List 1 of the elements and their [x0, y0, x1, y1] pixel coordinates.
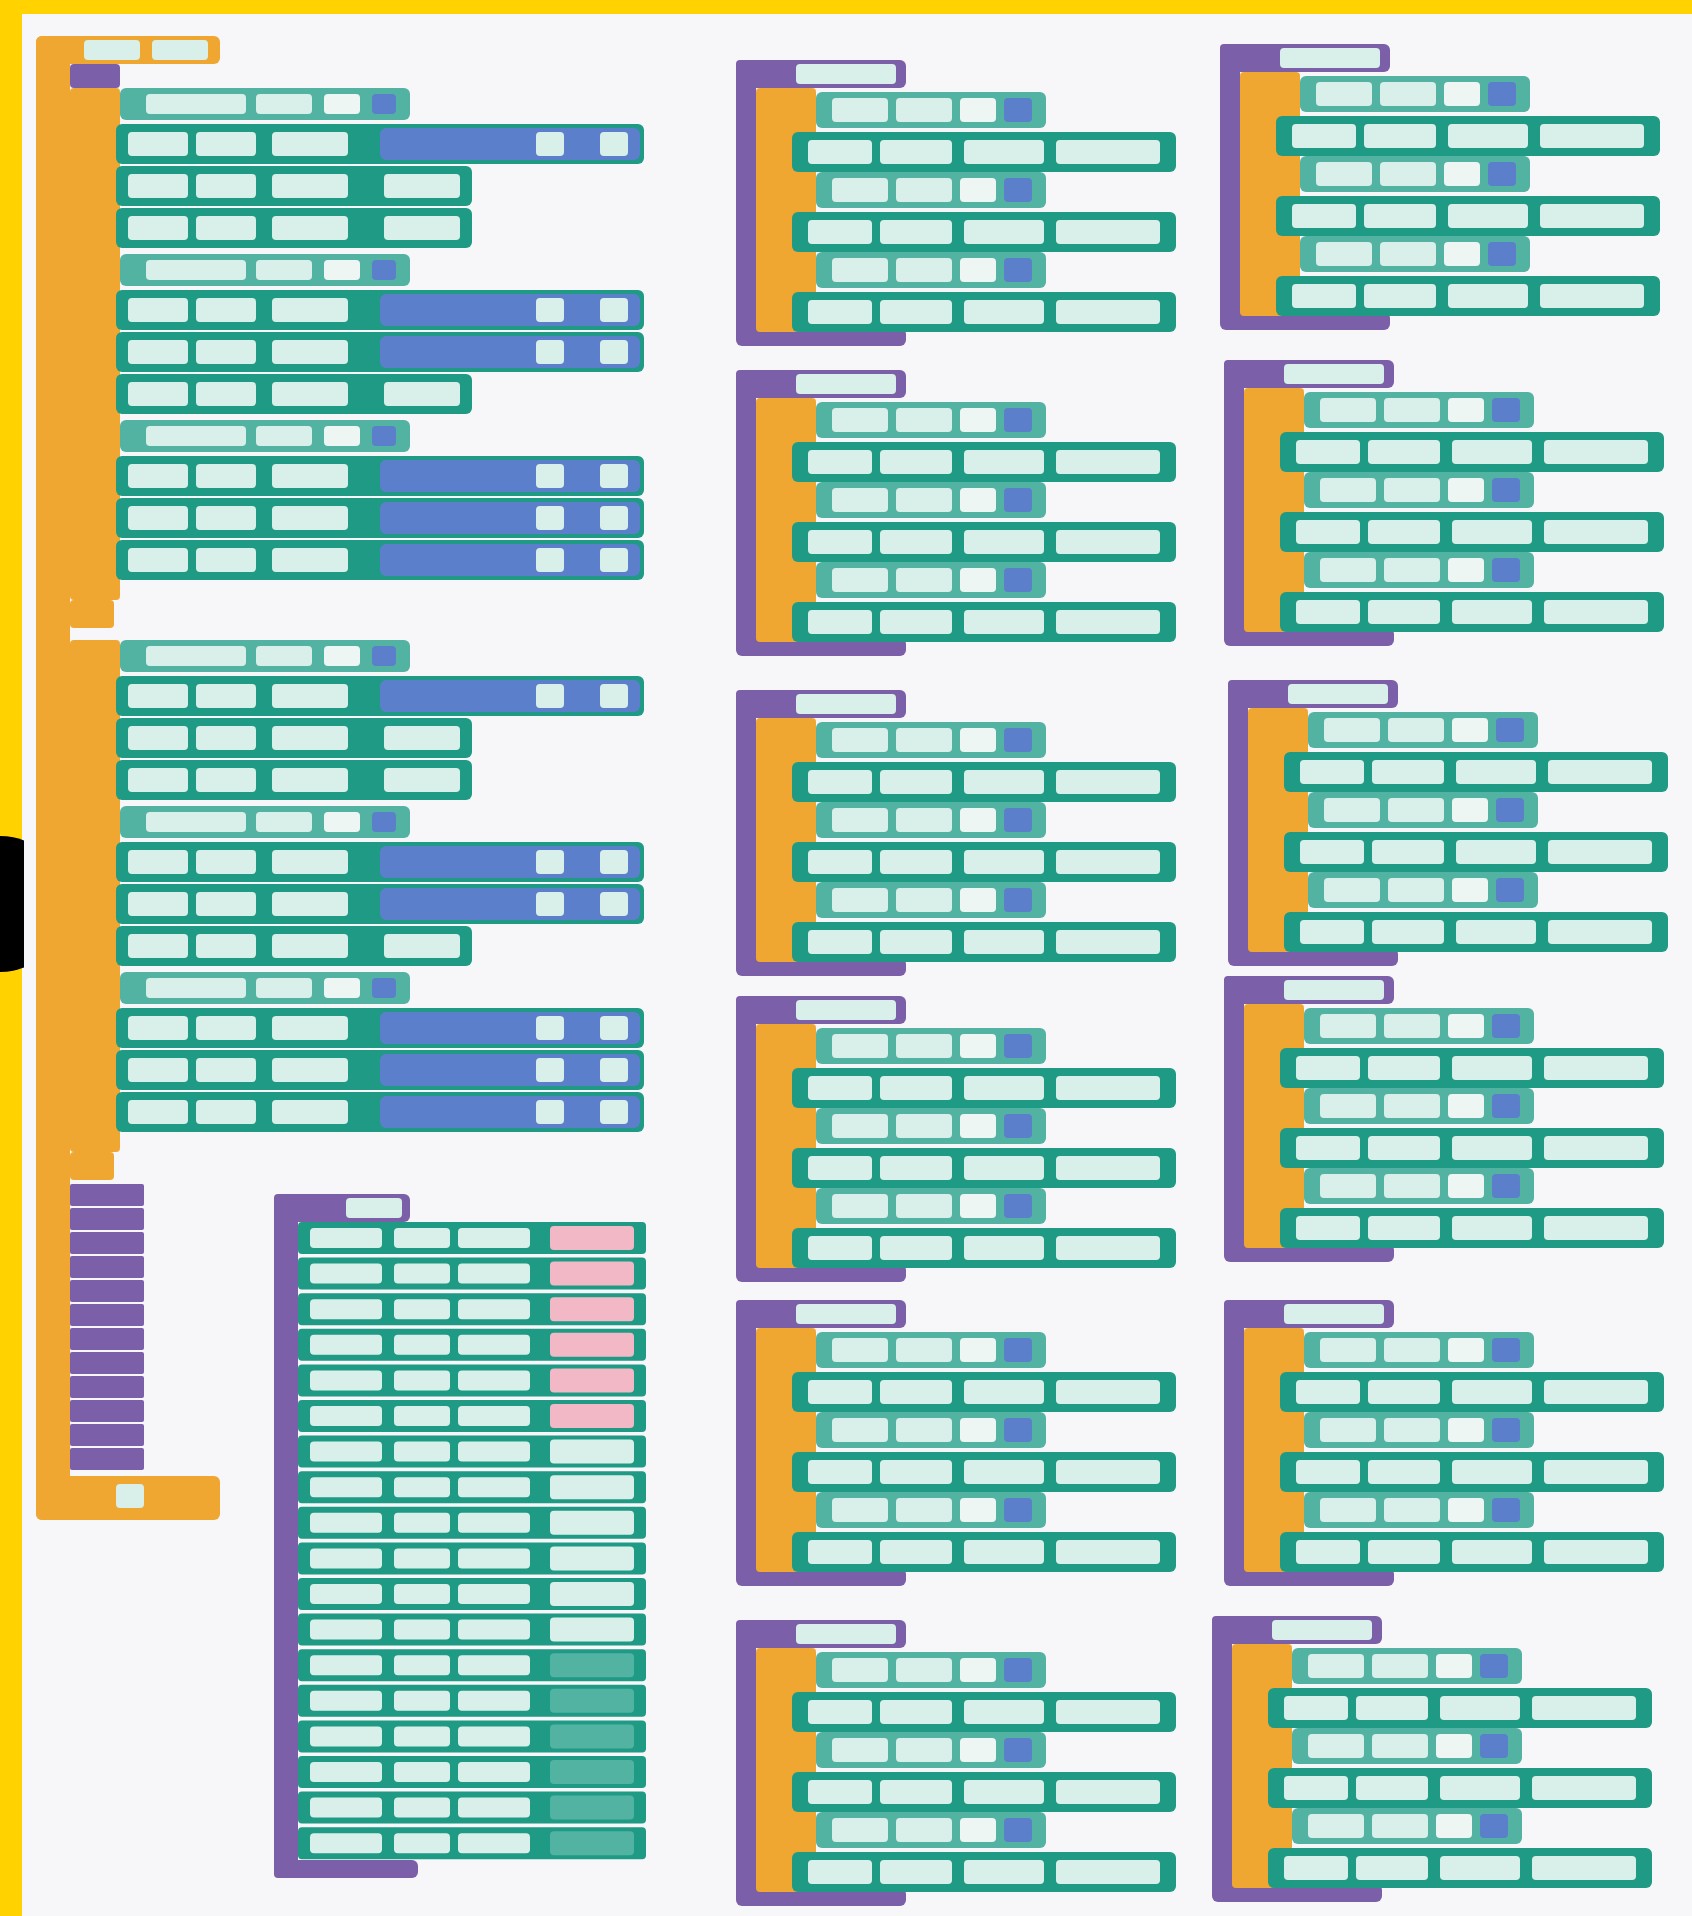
procedure-block-drawing	[274, 1194, 650, 1882]
